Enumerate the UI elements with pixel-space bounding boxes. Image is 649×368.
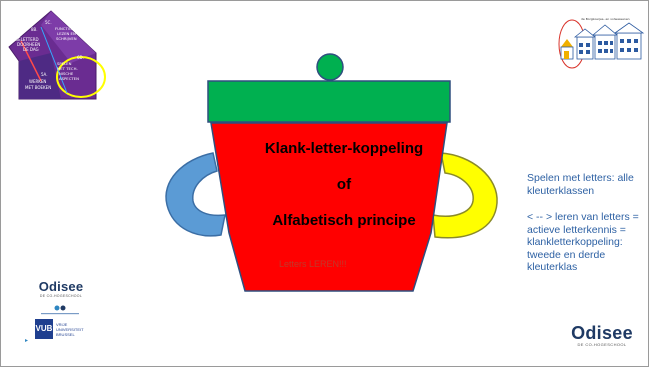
pot-lid — [208, 81, 450, 122]
house-label: DE DAG — [23, 47, 39, 52]
odisee-logo-small-sub: DE CO-HOGESCHOOL — [31, 294, 91, 298]
small-arrow-icon: ▸ — [25, 337, 28, 344]
pot-title-line-1: Klank-letter-koppeling — [201, 140, 487, 157]
odisee-logo-large: Odisee DE CO-HOGESCHOOL — [565, 324, 639, 347]
pot-title-line-3: Alfabetisch principe — [201, 212, 487, 229]
house-logo: 5C. 8B. FUNCTIONEEL LEZEN EN SCHRIJVEN G… — [9, 11, 105, 99]
house-label: MET BOEKEN — [25, 85, 51, 90]
house-label: 8B. — [31, 27, 38, 32]
house-label: SCHRIJVEN — [56, 36, 77, 41]
vub-logo: VUB VRIJE UNIVERSITEIT BRUSSEL — [35, 319, 85, 339]
house-label: 6D. — [77, 55, 84, 60]
side-text-paragraph-1: Spelen met letters: alle kleuterklassen — [527, 172, 645, 197]
pot-lid-knob — [317, 54, 343, 80]
odisee-logo-small-name: Odisee — [31, 279, 91, 294]
house-label: WERKEN — [29, 79, 46, 84]
house-label: 5A. — [41, 72, 47, 77]
vub-logo-mark: VUB — [35, 319, 53, 339]
pot-small-text: Letters LEREN!!! — [279, 259, 347, 269]
school-illustration: de Borgkoerjes- en volwassenen — [559, 17, 643, 68]
house-label: 5C. — [45, 20, 52, 25]
house-label: ASPECTEN — [59, 76, 79, 81]
side-text-paragraph-2: < -- > leren van letters = actieve lette… — [527, 211, 645, 274]
odisee-logo-large-name: Odisee — [565, 324, 639, 342]
odisee-logo-small: Odisee DE CO-HOGESCHOOL — [31, 279, 91, 298]
pot-title-line-2: of — [201, 176, 487, 193]
school-caption: de Borgkoerjes- en volwassenen — [581, 17, 630, 21]
vub-logo-text: VRIJE UNIVERSITEIT BRUSSEL — [56, 322, 85, 337]
partner-logo-icon — [35, 303, 85, 317]
